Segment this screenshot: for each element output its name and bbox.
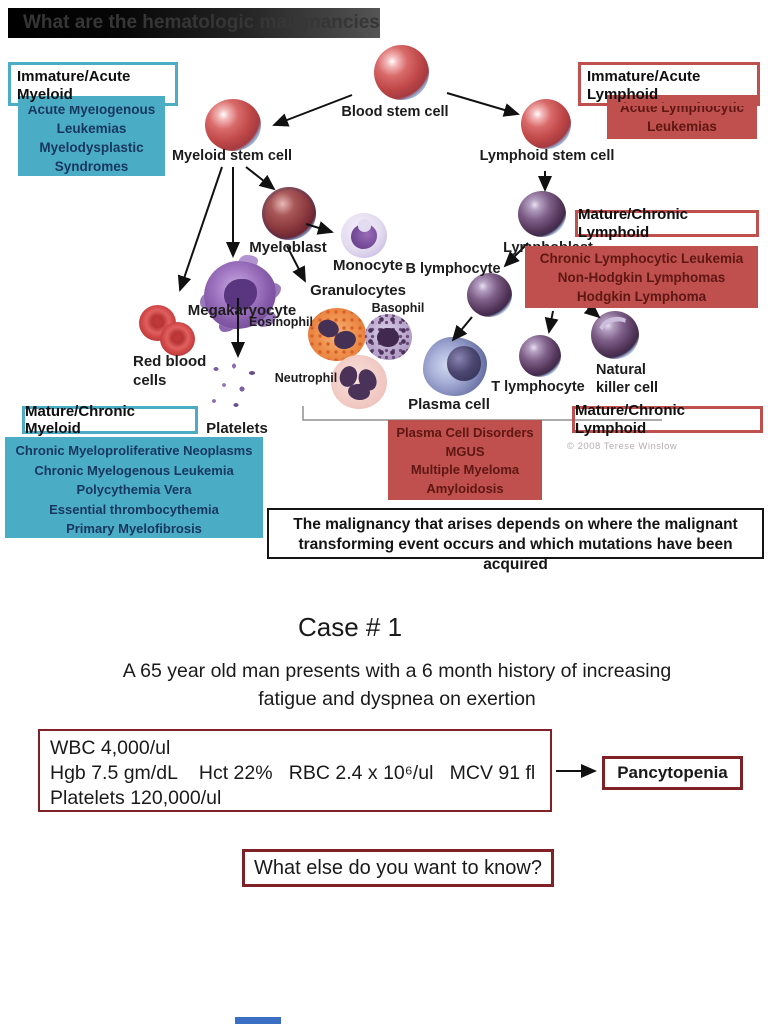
megakaryocyte-label: Megakaryocyte xyxy=(187,302,297,319)
platelets-graphic xyxy=(208,363,266,413)
mature-chronic-lymphoid-top-box: Mature/Chronic Lymphoid xyxy=(575,206,759,241)
myeloid-stem-cell-label: Myeloid stem cell xyxy=(171,148,293,164)
copyright-label: © 2008 Terese Winslow xyxy=(567,441,678,452)
neutrophil-label: Neutrophil xyxy=(274,371,338,385)
natural-killer-cell-graphic xyxy=(591,311,639,359)
natural-killer-cell-label: Natural killer cell xyxy=(596,362,659,396)
basophil-graphic xyxy=(365,314,412,360)
plasma-cell-disorders-box: Plasma Cell Disorders MGUS Multiple Myel… xyxy=(388,420,542,500)
t-lymphocyte-label: T lymphocyte xyxy=(491,379,585,395)
lymphoid-stem-cell-graphic xyxy=(521,99,571,149)
plasma-cell-label: Plasma cell xyxy=(408,396,490,413)
lymphoid-stem-cell-label: Lymphoid stem cell xyxy=(479,148,615,164)
bottom-page-fragment xyxy=(235,1017,281,1024)
platelets-label: Platelets xyxy=(206,420,268,437)
mature-chronic-lymphoid-bottom-box: Mature/Chronic Lymphoid xyxy=(572,402,763,437)
eosinophil-graphic xyxy=(308,308,366,361)
basophil-label: Basophil xyxy=(371,301,425,315)
immature-acute-lymphoid-box: Immature/Acute Lymphoid xyxy=(578,62,760,106)
pancytopenia-box: Pancytopenia xyxy=(602,756,743,790)
neutrophil-graphic xyxy=(331,355,387,409)
red-blood-cell-graphic xyxy=(160,322,195,356)
b-lymphocyte-graphic xyxy=(467,273,512,317)
blood-stem-cell-label: Blood stem cell xyxy=(341,104,449,120)
case-description: A 65 year old man presents with a 6 mont… xyxy=(122,660,672,710)
b-lymphocyte-label: B lymphocyte xyxy=(405,261,501,277)
myeloblast-graphic xyxy=(262,187,316,240)
statement-box: The malignancy that arises depends on wh… xyxy=(267,508,764,573)
lab-values-box: WBC 4,000/ul Hgb 7.5 gm/dL Hct 22% RBC 2… xyxy=(38,729,552,812)
case-title: Case # 1 xyxy=(297,612,403,642)
red-blood-cells-label: Red blood cells xyxy=(133,353,207,389)
blood-stem-cell-graphic xyxy=(374,45,429,100)
plasma-cell-graphic xyxy=(423,337,487,396)
acute-myeloid-leukemias-box: Acute Myelogenous Leukemias Myelodysplas… xyxy=(18,96,165,176)
t-lymphocyte-graphic xyxy=(519,335,561,377)
myeloid-stem-cell-graphic xyxy=(205,99,261,151)
monocyte-graphic xyxy=(341,213,387,258)
mature-chronic-myeloid-box: Mature/Chronic Myeloid xyxy=(22,403,198,437)
megakaryocyte-graphic xyxy=(204,261,276,329)
chronic-myeloid-box: Chronic Myeloproliferative Neoplasms Chr… xyxy=(5,437,263,538)
myeloblast-label: Myeloblast xyxy=(249,239,327,256)
slide-title-bar: What are the hematologic malignancies? xyxy=(8,8,380,38)
immature-acute-myeloid-box: Immature/Acute Myeloid xyxy=(8,62,178,106)
eosinophil-label: Eosinophil xyxy=(249,315,313,329)
granulocytes-label: Granulocytes xyxy=(310,282,406,299)
lymphoblast-graphic xyxy=(518,191,566,237)
question-box: What else do you want to know? xyxy=(242,849,554,887)
chronic-lymphoid-box: Chronic Lymphocytic Leukemia Non-Hodgkin… xyxy=(525,246,758,308)
monocyte-label: Monocyte xyxy=(332,257,404,274)
